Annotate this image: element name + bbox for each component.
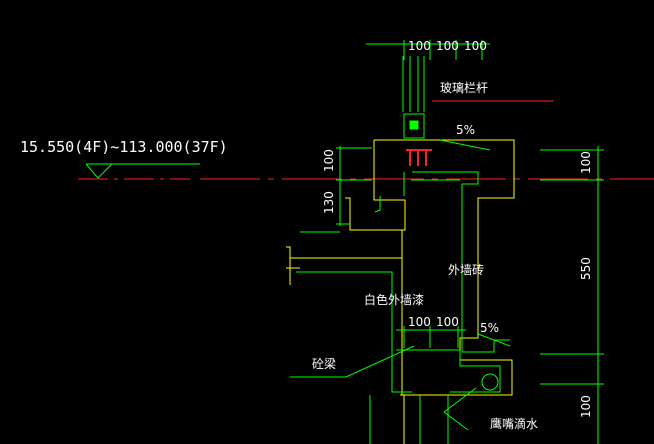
railing-base xyxy=(406,149,432,166)
upper-slope: 5% xyxy=(456,123,475,137)
leader-glass-railing: 玻璃栏杆 xyxy=(432,80,554,102)
dim-mid-1: 100 xyxy=(408,315,431,329)
label-glass-railing: 玻璃栏杆 xyxy=(440,80,488,95)
glass-railing xyxy=(402,56,425,139)
dim-mid-2: 100 xyxy=(436,315,459,329)
leader-concrete-beam: 砼梁 xyxy=(290,345,415,378)
dim-top-3: 100 xyxy=(464,39,487,53)
dim-right-3: 100 xyxy=(579,395,593,418)
finish-lines xyxy=(296,139,510,431)
elevation-text: 15.550(4F)~113.000(37F) xyxy=(20,138,228,156)
slope-upper-text: 5% xyxy=(456,123,475,137)
label-drip: 鹰嘴滴水 xyxy=(490,416,538,431)
label-concrete-beam: 砼梁 xyxy=(312,356,336,371)
dim-right-1: 100 xyxy=(579,151,593,174)
dim-top-2: 100 xyxy=(436,39,459,53)
dim-left-2: 130 xyxy=(322,191,336,214)
left-dimensions: 100 130 xyxy=(322,146,372,226)
structure-outline xyxy=(286,139,515,444)
top-dimensions: 100 100 100 xyxy=(366,39,490,60)
middle-dimensions: 100 100 xyxy=(396,315,466,348)
elevation-marker: 15.550(4F)~113.000(37F) xyxy=(20,138,228,179)
dim-left-1: 100 xyxy=(322,149,336,172)
dim-right-2: 550 xyxy=(579,257,593,280)
right-dimensions: 100 550 100 xyxy=(540,146,604,444)
label-outer-wall-tile: 外墙砖 xyxy=(448,262,484,277)
dim-top-1: 100 xyxy=(408,39,431,53)
label-white-wall-paint: 白色外墙漆 xyxy=(364,292,424,307)
lower-slope: 5% xyxy=(477,321,511,347)
slope-lower-text: 5% xyxy=(480,321,499,335)
bottom-lines xyxy=(369,395,449,444)
